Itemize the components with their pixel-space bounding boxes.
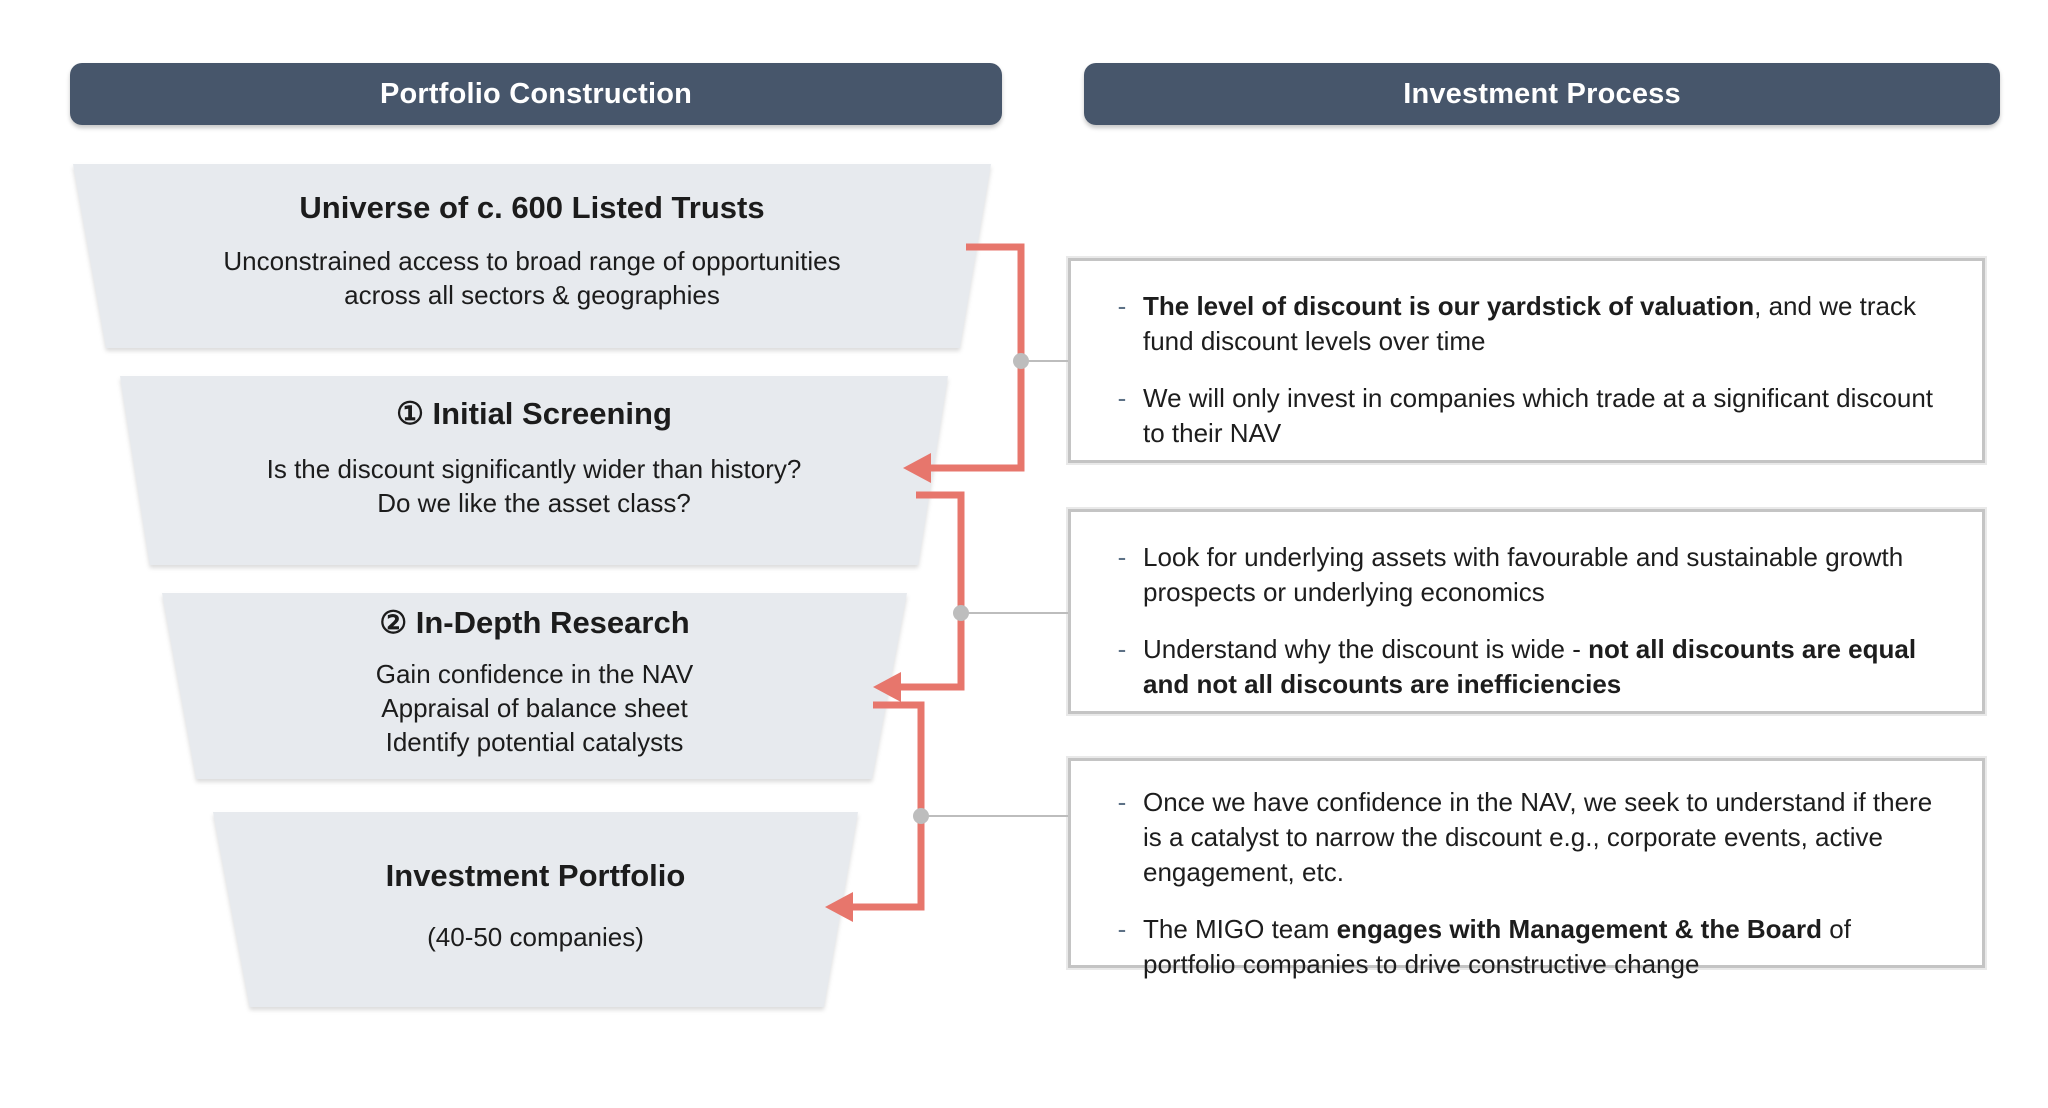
- process-box-research: - Look for underlying assets with favour…: [1068, 509, 1985, 714]
- dash-bullet-icon: -: [1117, 542, 1127, 572]
- process-box-catalysts: - Once we have confidence in the NAV, we…: [1068, 758, 1985, 979]
- list-item: - Once we have confidence in the NAV, we…: [1101, 785, 1934, 890]
- list-item: - The MIGO team engages with Management …: [1101, 912, 1934, 982]
- bullet-text: We will only invest in companies which t…: [1143, 383, 1934, 448]
- connector-dot-icon: [1013, 353, 1029, 369]
- stage-text-line: Gain confidence in the NAV: [375, 659, 694, 689]
- list-item: - The level of discount is our yardstick…: [1101, 289, 1934, 359]
- dash-bullet-icon: -: [1117, 914, 1127, 944]
- bullet-text: Look for underlying assets with favourab…: [1143, 542, 1904, 607]
- list-item: - Look for underlying assets with favour…: [1101, 540, 1934, 610]
- list-item: - Understand why the discount is wide - …: [1101, 632, 1934, 702]
- dash-bullet-icon: -: [1117, 383, 1127, 413]
- funnel-stage-investment-portfolio: Investment Portfolio (40-50 companies): [213, 812, 858, 1007]
- stage-text-line: Do we like the asset class?: [377, 488, 691, 518]
- funnel-stage-initial-screening: ① Initial Screening Is the discount sign…: [120, 376, 948, 565]
- funnel-stage-in-depth-research: ② In-Depth Research Gain confidence in t…: [162, 593, 907, 779]
- stage-title: ② In-Depth Research: [379, 605, 690, 640]
- stage-title: ① Initial Screening: [396, 396, 672, 431]
- stage-text-line: Identify potential catalysts: [385, 727, 684, 757]
- funnel-stage-universe: Universe of c. 600 Listed Trusts Unconst…: [73, 164, 991, 348]
- bullet-text: Understand why the discount is wide - no…: [1143, 634, 1917, 699]
- dash-bullet-icon: -: [1117, 291, 1127, 321]
- bullet-text: Once we have confidence in the NAV, we s…: [1143, 787, 1933, 887]
- process-box-valuation: - The level of discount is our yardstick…: [1068, 258, 1985, 463]
- bullet-text: The level of discount is our yardstick o…: [1143, 291, 1916, 356]
- dash-bullet-icon: -: [1117, 787, 1127, 817]
- stage-title: Universe of c. 600 Listed Trusts: [299, 190, 765, 225]
- portfolio-construction-header: Portfolio Construction: [70, 63, 1002, 125]
- bullet-text: The MIGO team engages with Management & …: [1143, 914, 1851, 979]
- stage-title: Investment Portfolio: [385, 858, 686, 893]
- stage-text-line: Is the discount significantly wider than…: [266, 454, 802, 484]
- dash-bullet-icon: -: [1117, 634, 1127, 664]
- stage-text-line: Unconstrained access to broad range of o…: [223, 246, 841, 276]
- stage-text-line: (40-50 companies): [427, 922, 644, 952]
- connector-dot-icon: [913, 808, 929, 824]
- stage-text-line: Appraisal of balance sheet: [381, 693, 688, 723]
- investment-process-header: Investment Process: [1084, 63, 2000, 125]
- list-item: - We will only invest in companies which…: [1101, 381, 1934, 451]
- connector-dot-icon: [953, 605, 969, 621]
- stage-text-line: across all sectors & geographies: [344, 280, 720, 310]
